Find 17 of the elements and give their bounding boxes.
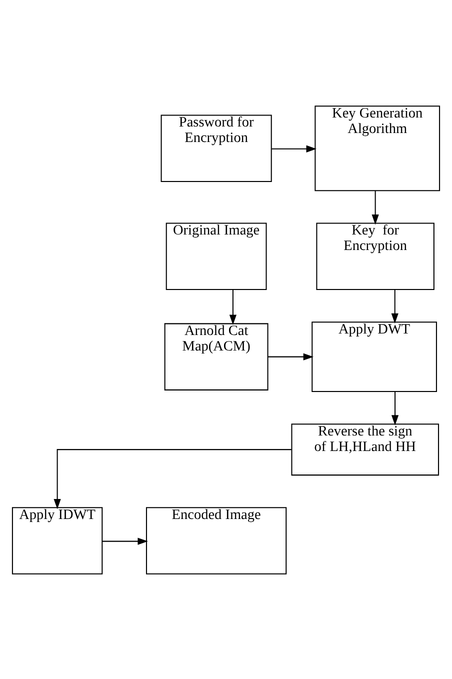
- node-box: Apply IDWT: [12, 506, 103, 574]
- node-box: Apply DWT: [312, 321, 437, 392]
- arrow: [229, 289, 237, 324]
- node-box: Arnold Cat Map(ACM): [164, 322, 268, 390]
- arrow: [391, 289, 398, 324]
- node-box: Reverse the sign of LH,HLand HH: [291, 423, 440, 476]
- node-box: Encoded Image: [146, 506, 287, 574]
- arrow: [268, 352, 314, 360]
- arrow: [272, 144, 316, 152]
- arrow: [102, 537, 148, 544]
- node-box: Key for Encryption: [316, 222, 434, 290]
- node-box: Original Image: [166, 222, 267, 290]
- arrow: [54, 448, 292, 509]
- node-box: Key Generation Algorithm: [314, 105, 440, 191]
- arrow: [372, 190, 379, 224]
- arrow: [391, 391, 399, 425]
- node-box: Password for Encryption: [160, 114, 272, 182]
